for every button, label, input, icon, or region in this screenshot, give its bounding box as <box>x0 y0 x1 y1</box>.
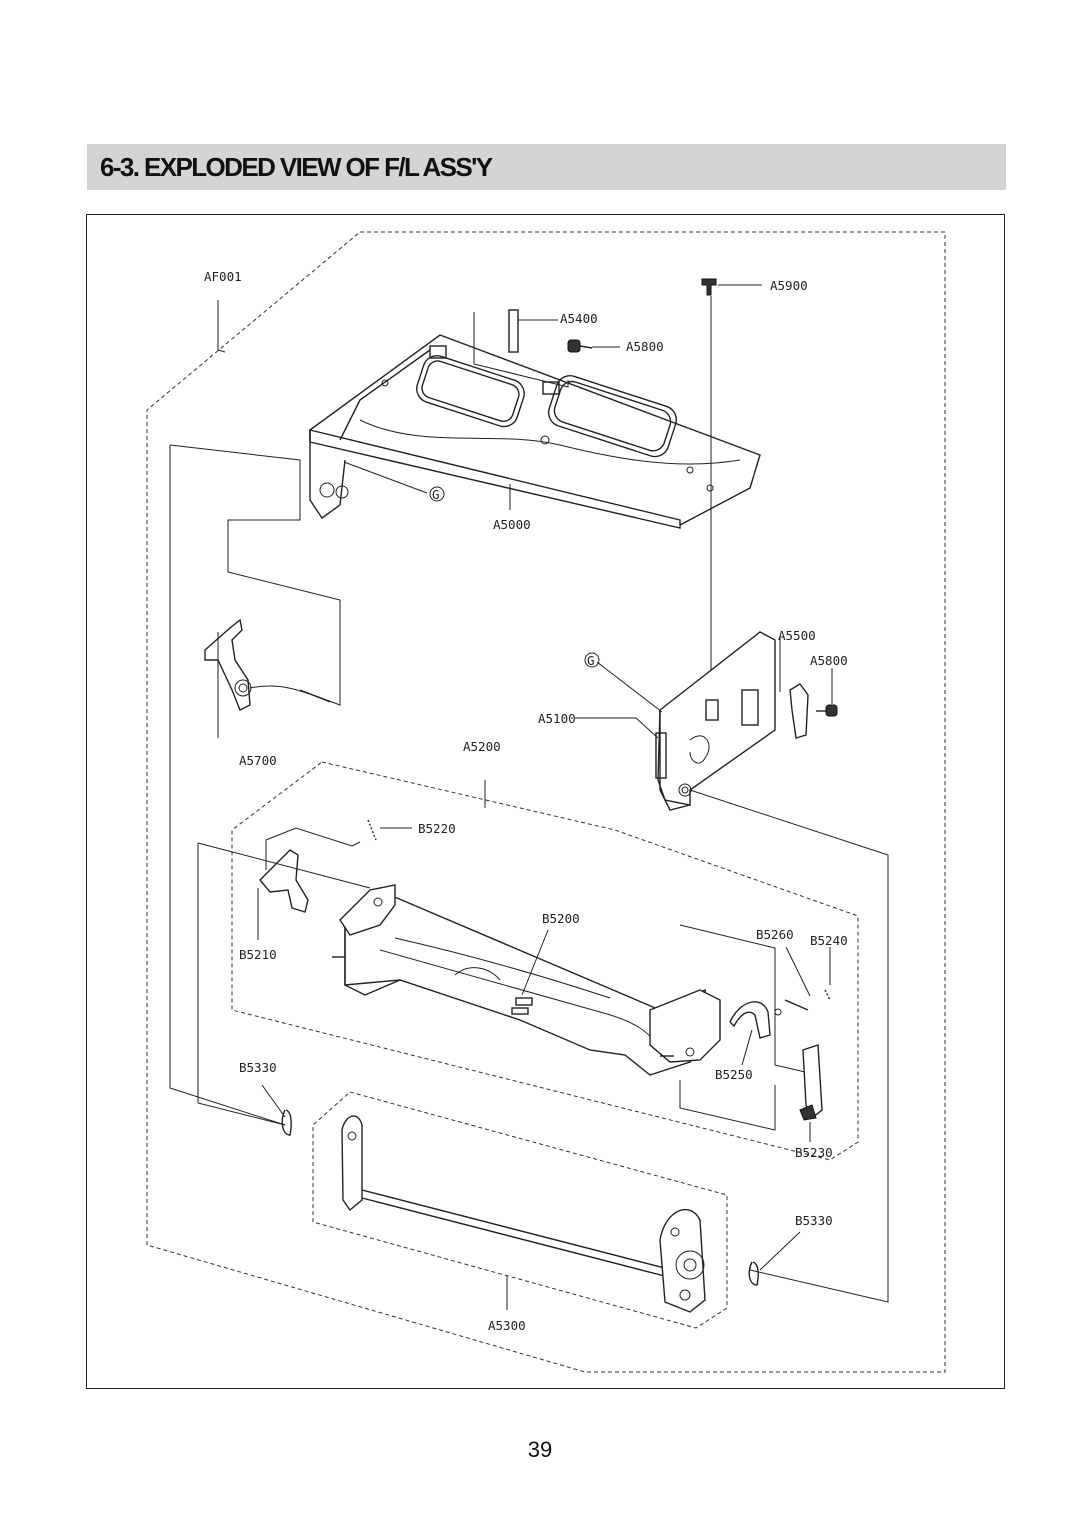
part-a5700 <box>204 618 331 738</box>
part-b5210 <box>257 840 309 940</box>
label-b5220: B5220 <box>418 821 456 836</box>
label-a5800-top: A5800 <box>626 339 664 354</box>
label-af001: AF001 <box>204 269 242 284</box>
label-b5200: B5200 <box>542 911 580 926</box>
label-a5500: A5500 <box>778 628 816 643</box>
label-a5000: A5000 <box>493 517 531 532</box>
assembly-boundary <box>146 231 946 1373</box>
leader-region-left <box>169 445 286 1126</box>
part-b5220 <box>265 819 412 847</box>
page-number: 39 <box>527 1437 553 1462</box>
part-a5400 <box>473 309 569 388</box>
a5200-boundary <box>231 761 859 1161</box>
label-g-top: G <box>432 487 440 502</box>
part-b5330-left <box>261 1084 292 1136</box>
right-latch-group <box>679 924 831 1142</box>
leader-region <box>169 444 341 706</box>
label-b5330-left: B5330 <box>239 1060 277 1075</box>
label-g-mid: G <box>587 653 595 668</box>
label-a5700: A5700 <box>239 753 277 768</box>
label-a5900: A5900 <box>770 278 808 293</box>
part-b5330-right <box>748 1231 801 1286</box>
label-b5250: B5250 <box>715 1067 753 1082</box>
top-frame-plate <box>309 334 761 529</box>
main-tray-b5200 <box>197 842 721 1126</box>
label-b5260: B5260 <box>756 927 794 942</box>
label-a5800-mid: A5800 <box>810 653 848 668</box>
a5300-boundary <box>312 1091 728 1329</box>
label-b5230: B5230 <box>795 1145 833 1160</box>
title-band <box>87 144 1006 190</box>
label-a5300: A5300 <box>488 1318 526 1333</box>
label-a5200: A5200 <box>463 739 501 754</box>
label-b5240: B5240 <box>810 933 848 948</box>
label-a5100: A5100 <box>538 711 576 726</box>
part-a5800-top <box>567 339 620 353</box>
part-a5900 <box>701 278 762 680</box>
figure-frame <box>86 214 1005 1389</box>
g-marker-top <box>429 486 445 502</box>
page-title: 6-3. EXPLODED VIEW OF F/L ASS'Y <box>100 152 493 182</box>
part-a5300-shaft <box>341 1115 706 1313</box>
g-marker-mid <box>584 652 600 668</box>
label-b5210: B5210 <box>239 947 277 962</box>
part-a5800-mid <box>789 668 838 739</box>
label-b5330-right: B5330 <box>795 1213 833 1228</box>
part-a5500-side-bracket <box>575 631 781 811</box>
label-a5400: A5400 <box>560 311 598 326</box>
